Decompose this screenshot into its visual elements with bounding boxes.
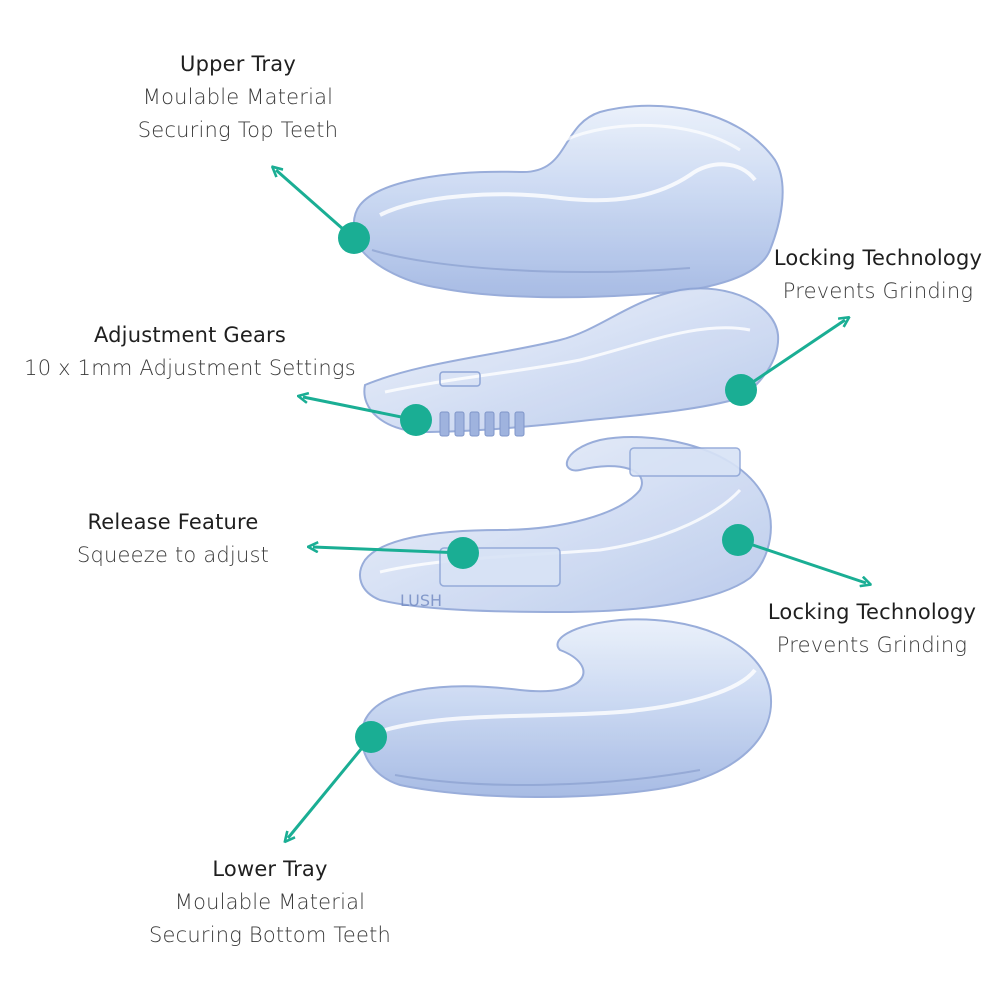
locking-bottom-label: Locking Technology Prevents Grinding (752, 596, 992, 662)
release-feature-dot (447, 537, 479, 569)
locking-top-line-1: Prevents Grinding (782, 279, 974, 303)
adjustment-gears-line-1: 10 x 1mm Adjustment Settings (24, 356, 356, 380)
locking-bottom-title: Locking Technology (767, 600, 977, 624)
release-feature-title: Release Feature (87, 510, 259, 534)
release-plate: LUSH (359, 436, 772, 614)
callout-locking-bottom-pointer (722, 524, 866, 583)
upper-tray (352, 104, 784, 299)
lower-tray-label: Lower Tray Moulable Material Securing Bo… (132, 853, 408, 952)
locking-top-title: Locking Technology (773, 246, 983, 270)
upper-tray-title: Upper Tray (180, 52, 296, 76)
release-feature-line-1: Squeeze to adjust (76, 543, 270, 567)
locking-top-label: Locking Technology Prevents Grinding (760, 242, 996, 308)
lower-tray-line-1: Moulable Material (174, 890, 366, 914)
callout-upper-tray-pointer (276, 170, 370, 254)
callout-release-feature-pointer (313, 537, 479, 569)
plate-lettering: LUSH (400, 591, 442, 610)
locking-bottom-dot (722, 524, 754, 556)
callout-lower-tray-pointer (288, 721, 387, 838)
upper-tray-label: Upper Tray Moulable Material Securing To… (120, 48, 356, 147)
gear-teeth (439, 411, 525, 437)
adjustment-gears-plate (363, 287, 780, 437)
callout-adjustment-gears-pointer (303, 397, 432, 436)
locking-bottom-line-1: Prevents Grinding (776, 633, 968, 657)
upper-tray-line-1: Moulable Material (142, 85, 334, 109)
upper-tray-line-2: Securing Top Teeth (137, 118, 339, 142)
lower-tray (360, 618, 773, 799)
adjustment-gears-dot (400, 404, 432, 436)
adjustment-gears-label: Adjustment Gears 10 x 1mm Adjustment Set… (18, 319, 362, 385)
locking-top-dot (725, 374, 757, 406)
callout-locking-top-pointer (725, 320, 845, 406)
upper-tray-dot (338, 222, 370, 254)
lower-tray-line-2: Securing Bottom Teeth (148, 923, 392, 947)
lower-tray-dot (355, 721, 387, 753)
adjustment-gears-title: Adjustment Gears (93, 323, 287, 347)
release-feature-label: Release Feature Squeeze to adjust (62, 506, 284, 572)
lower-tray-title: Lower Tray (212, 857, 328, 881)
